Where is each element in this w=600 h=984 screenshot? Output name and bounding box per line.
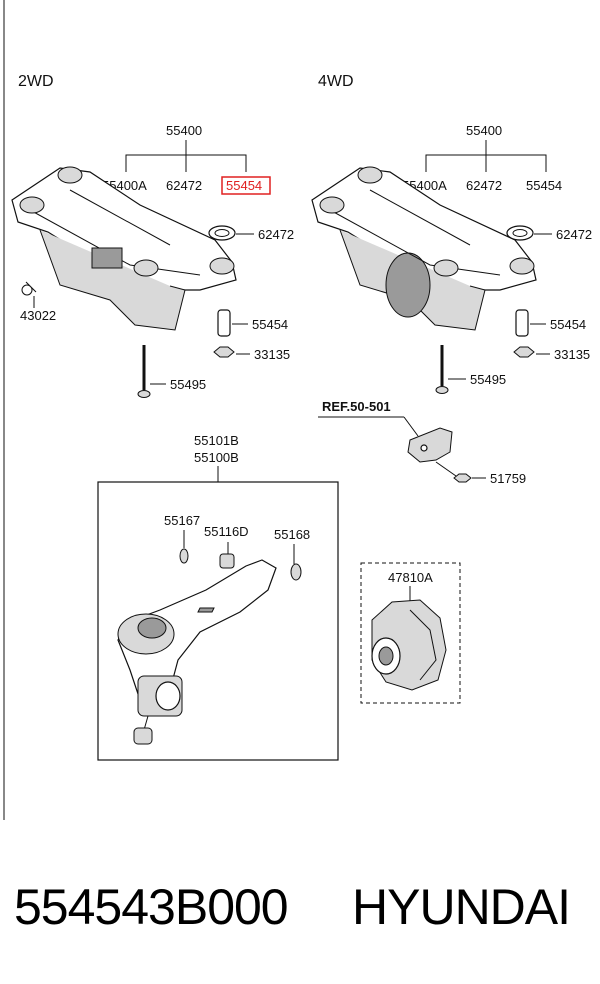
nut-33135-4wd <box>513 346 535 358</box>
label-2wd-assembly[interactable]: 55400 <box>166 123 202 138</box>
label-ref[interactable]: REF.50-501 <box>322 399 391 414</box>
label-55168[interactable]: 55168 <box>274 527 310 542</box>
label-2wd-62472-top[interactable]: 62472 <box>166 178 202 193</box>
sleeve-55454-2wd <box>217 309 231 337</box>
highlight-box <box>221 176 271 195</box>
bolt-43022 <box>21 281 37 296</box>
label-4wd-62472-side[interactable]: 62472 <box>556 227 592 242</box>
rear-bushing <box>133 727 153 745</box>
ring-62472-4wd <box>506 225 534 241</box>
bushing-4wd-1 <box>357 166 383 184</box>
label-2wd-55454-side[interactable]: 55454 <box>252 317 288 332</box>
bracket-lines-2wd <box>125 140 247 172</box>
label-4wd-55495[interactable]: 55495 <box>470 372 506 387</box>
sleeve-55454-4wd <box>515 309 529 337</box>
differential: 47810A <box>360 562 461 704</box>
bushing-4wd-2 <box>319 196 345 214</box>
bolt-51759 <box>453 473 472 483</box>
label-4wd-55454-top[interactable]: 55454 <box>526 178 562 193</box>
footer-brand: HYUNDAI <box>352 879 571 935</box>
diagram-canvas: 2WD 4WD 55400 55400A 62472 55454 62472 4… <box>3 0 592 820</box>
label-2wd-62472-side[interactable]: 62472 <box>258 227 294 242</box>
bushing-2wd-3 <box>133 259 159 277</box>
label-51759[interactable]: 51759 <box>490 471 526 486</box>
label-2wd-33135[interactable]: 33135 <box>254 347 290 362</box>
washer-55168 <box>290 563 302 581</box>
bracket-part <box>407 427 453 463</box>
bushing-2wd-4 <box>209 257 235 275</box>
lower-arm-box <box>97 481 339 761</box>
subframe-4wd: 55400 55400A 62472 55454 62472 55454 331… <box>311 123 592 394</box>
ref-bracket: REF.50-501 51759 <box>318 399 526 486</box>
section-label-2wd: 2WD <box>18 73 54 90</box>
footer-part-number: 554543B000 <box>14 879 289 935</box>
subframe-2wd: 55400 55400A 62472 55454 62472 43022 554… <box>11 123 294 398</box>
lower-arm: 55101B 55100B 55167 55116D 55168 <box>97 433 339 761</box>
label-4wd-62472-top[interactable]: 62472 <box>466 178 502 193</box>
label-4wd-55454-side[interactable]: 55454 <box>550 317 586 332</box>
label-2wd-55454-highlight[interactable]: 55454 <box>226 178 262 193</box>
label-2wd-43022[interactable]: 43022 <box>20 308 56 323</box>
bushing-4wd-4 <box>509 257 535 275</box>
bushing-4wd-3 <box>433 259 459 277</box>
label-4wd-assembly[interactable]: 55400 <box>466 123 502 138</box>
bushing-55116d <box>219 553 235 569</box>
bushing-2wd-2 <box>19 196 45 214</box>
subframe-2wd-lower <box>39 229 186 331</box>
label-4wd-33135[interactable]: 33135 <box>554 347 590 362</box>
label-55167[interactable]: 55167 <box>164 513 200 528</box>
nut-33135-2wd <box>213 346 235 358</box>
label-55100b[interactable]: 55100B <box>194 450 239 465</box>
label-2wd-55495[interactable]: 55495 <box>170 377 206 392</box>
section-label-4wd: 4WD <box>318 73 354 90</box>
ring-62472-2wd <box>208 225 236 241</box>
bracket-lines-4wd <box>425 140 547 172</box>
label-55101b[interactable]: 55101B <box>194 433 239 448</box>
bushing-2wd-1 <box>57 166 83 184</box>
differential-box <box>360 562 461 704</box>
washer-55167 <box>179 548 189 564</box>
label-55116d[interactable]: 55116D <box>204 524 249 539</box>
label-47810a[interactable]: 47810A <box>388 570 433 585</box>
